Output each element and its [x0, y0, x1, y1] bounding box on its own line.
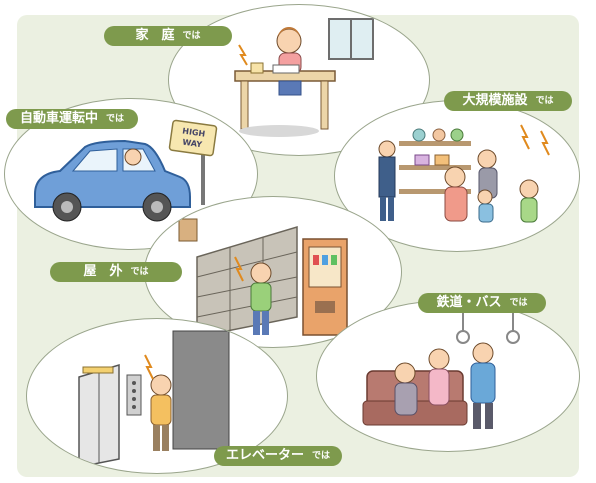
label-large-facility-title: 大規模施設	[462, 93, 528, 108]
label-outdoors-suffix: では	[130, 267, 149, 277]
label-driving-title: 自動車運転中	[19, 111, 98, 126]
label-outdoors-title: 屋 外	[83, 264, 123, 279]
outdoors-illustration	[178, 218, 348, 338]
home-illustration	[234, 18, 374, 137]
highway-sign-line2: WAY	[182, 138, 203, 150]
label-outdoors: 屋 外 では	[50, 262, 182, 282]
label-home-suffix: では	[182, 31, 201, 41]
label-elevator: エレベーター では	[214, 446, 342, 466]
large-facility-illustration	[378, 124, 550, 223]
highway-sign-line1: HIGH	[182, 127, 206, 139]
label-large-facility: 大規模施設 では	[444, 91, 572, 111]
elevator-illustration	[78, 330, 230, 468]
label-train-bus-suffix: では	[509, 298, 528, 308]
train-bus-scene	[316, 300, 580, 452]
train-bus-illustration	[362, 301, 520, 429]
label-elevator-title: エレベーター	[225, 448, 304, 463]
label-home: 家 庭 では	[104, 26, 232, 46]
label-elevator-suffix: では	[312, 451, 331, 461]
driving-illustration: HIGH WAY	[34, 119, 218, 222]
label-train-bus: 鉄道・バス では	[418, 293, 546, 313]
label-driving: 自動車運転中 では	[6, 109, 138, 129]
label-large-facility-suffix: では	[535, 96, 554, 106]
label-train-bus-title: 鉄道・バス	[436, 295, 502, 310]
label-home-title: 家 庭	[135, 28, 175, 43]
label-driving-suffix: では	[106, 114, 125, 124]
